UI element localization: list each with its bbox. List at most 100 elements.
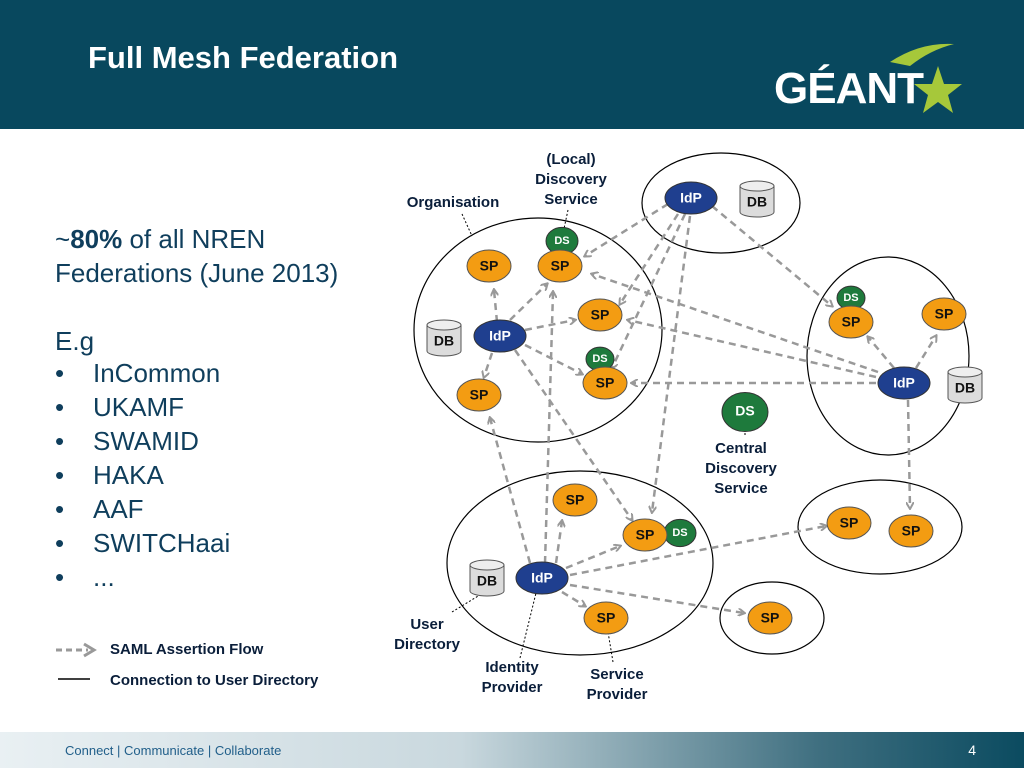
ds-node: DS <box>663 518 697 548</box>
sp-node: SP <box>466 249 512 283</box>
node-label: DB <box>747 194 767 210</box>
sp-node: SP <box>747 601 793 635</box>
bullet-text: SWITCHaai <box>93 528 231 558</box>
org-circle-top <box>641 152 801 254</box>
node-label: SP <box>551 258 570 274</box>
node-label: SP <box>566 492 585 508</box>
legend-saml: SAML Assertion Flow <box>110 641 264 658</box>
node-label: DS <box>735 403 754 419</box>
saml-arrow <box>914 336 936 369</box>
legend-connection: Connection to User Directory <box>110 672 319 689</box>
node-label: DB <box>434 333 454 349</box>
saml-arrows <box>484 202 936 613</box>
bullet-dot: • <box>55 528 65 558</box>
legend-arrowhead-icon <box>83 642 97 658</box>
node-label: SP <box>597 610 616 626</box>
org-circle-left <box>413 217 663 443</box>
node-label: SP <box>470 387 489 403</box>
bullet-dot: • <box>55 392 65 422</box>
saml-arrow <box>565 546 620 570</box>
idp-node: IdP <box>664 181 718 215</box>
saml-arrow <box>652 215 692 512</box>
saml-arrow <box>628 320 877 379</box>
sp-node: SP <box>826 506 872 540</box>
node-label: SP <box>591 307 610 323</box>
bullet-text: UKAMF <box>93 392 184 422</box>
bullet-text: AAF <box>93 494 144 524</box>
org-circle-small <box>719 581 825 655</box>
sp-node: SP <box>921 297 967 331</box>
sp-node: SP <box>552 483 598 517</box>
bullet-dot: • <box>55 562 65 592</box>
sp-node: SP <box>582 366 628 400</box>
node-label: DB <box>955 380 975 396</box>
federation-list-item: • SWITCHaai <box>55 528 230 559</box>
saml-arrow <box>513 349 632 520</box>
eg-label: E.g <box>55 326 95 356</box>
ds-node: DS <box>545 226 579 256</box>
saml-arrow <box>561 590 585 606</box>
idp-node: IdP <box>877 366 931 400</box>
saml-arrow <box>543 292 553 564</box>
node-label: SP <box>596 375 615 391</box>
star-logo-icon <box>890 43 962 113</box>
db-node: DB <box>947 366 983 404</box>
node-label: SP <box>902 523 921 539</box>
saml-arrow <box>509 284 547 321</box>
org-circle-bottom <box>446 470 714 656</box>
page-number: 4 <box>968 742 976 758</box>
node-label: IdP <box>489 328 511 344</box>
stat-rest: of all NREN <box>122 224 266 254</box>
saml-arrow <box>585 202 669 256</box>
federation-list-item: • AAF <box>55 494 144 525</box>
footer-text: Connect | Communicate | Collaborate <box>65 743 282 758</box>
node-label: DS <box>592 353 607 365</box>
federation-list-item: •SWAMID <box>55 426 199 457</box>
label-organisation: Organisation <box>407 194 500 211</box>
federation-list-item: •... <box>55 562 115 593</box>
saml-arrow <box>494 290 497 323</box>
node-label: SP <box>842 314 861 330</box>
node-label: DS <box>672 527 687 539</box>
saml-arrow <box>490 418 532 564</box>
saml-arrow <box>484 352 494 377</box>
node-label: SP <box>840 515 859 531</box>
federation-list-item: •HAKA <box>55 460 164 491</box>
saml-arrow <box>569 583 744 613</box>
bullet-text: ... <box>93 562 115 592</box>
sp-node: SP <box>537 249 583 283</box>
bullet-dot: • <box>55 426 65 456</box>
org-circle-right <box>806 256 970 456</box>
saml-arrow <box>524 343 582 374</box>
db-node: DB <box>469 559 505 597</box>
saml-arrow <box>620 213 680 304</box>
idp-node: IdP <box>473 319 527 353</box>
geant-logo: GÉANT <box>770 36 970 120</box>
stat-prefix: ~ <box>55 224 71 254</box>
bullet-dot: • <box>55 358 65 388</box>
saml-arrow <box>612 213 687 368</box>
page-title: Full Mesh Federation <box>88 40 399 75</box>
saml-arrow <box>592 274 879 374</box>
saml-arrow <box>711 205 832 306</box>
sp-node: SP <box>888 514 934 548</box>
node-label: DS <box>554 235 569 247</box>
node-label: SP <box>761 610 780 626</box>
bullet-dot: • <box>55 494 65 524</box>
node-label: SP <box>935 306 954 322</box>
sp-node: SP <box>622 518 668 552</box>
stat-value: 80% <box>70 224 123 254</box>
org-circle-bottom-right <box>797 479 963 575</box>
bullet-dot: • <box>55 460 65 490</box>
node-label: SP <box>480 258 499 274</box>
saml-arrow <box>569 526 826 577</box>
sp-node: SP <box>577 298 623 332</box>
federation-list-item: •InCommon <box>55 358 220 389</box>
idp-node: IdP <box>515 561 569 595</box>
